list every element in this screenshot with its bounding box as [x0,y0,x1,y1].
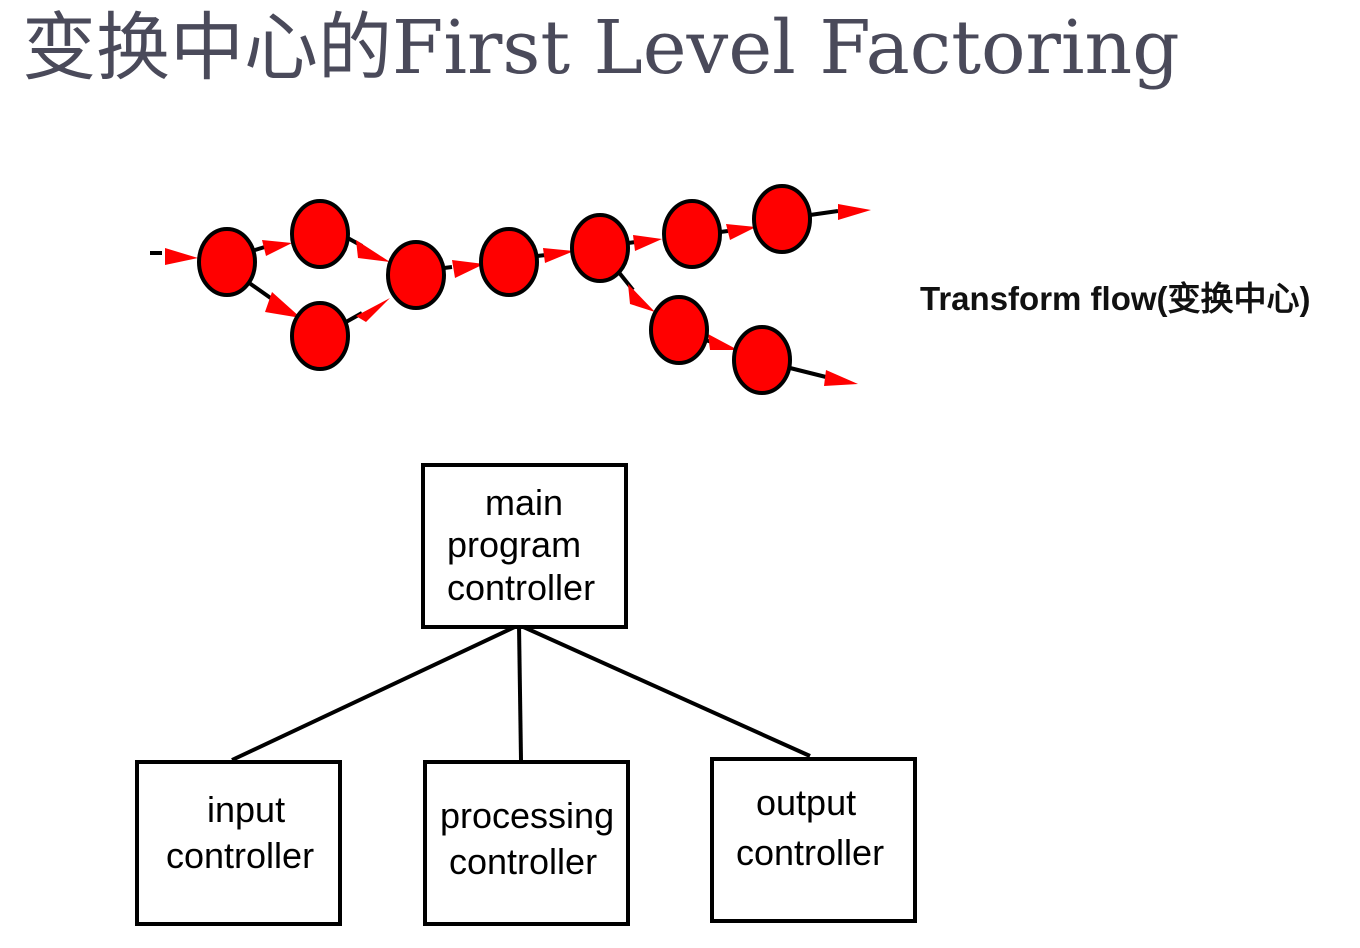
input-box-line1: input [207,789,286,830]
flow-node [197,227,257,297]
flow-node [732,325,792,395]
hierarchy-connectors [231,623,811,762]
input-controller-box: input controller [135,760,342,926]
flow-nodes [197,184,812,395]
processing-box-line1: processing [440,795,615,836]
output-box-line2: controller [736,832,885,873]
main-program-controller-box: main program controller [421,463,628,629]
slide-title: 变换中心的First Level Factoring [22,5,1180,91]
flow-node [479,227,539,297]
main-box-line1: main [485,482,564,523]
flow-node [662,199,722,269]
flow-node [290,301,350,371]
flow-node [752,184,812,254]
flow-node [386,240,446,310]
output-controller-box: output controller [710,757,917,923]
processing-controller-box: processing controller [423,760,630,926]
flow-entry-arrow [165,248,198,265]
main-box-line3: controller [447,567,596,608]
flow-node [649,295,709,365]
output-box-line1: output [756,782,857,823]
flow-node [570,213,630,283]
processing-box-line2: controller [449,841,598,882]
flow-node [290,199,350,269]
flow-arrowheads [262,204,871,386]
main-box-line2: program [447,524,582,565]
input-box-line2: controller [166,835,315,876]
transform-flow-label: Transform flow(变换中心) [920,280,1311,317]
